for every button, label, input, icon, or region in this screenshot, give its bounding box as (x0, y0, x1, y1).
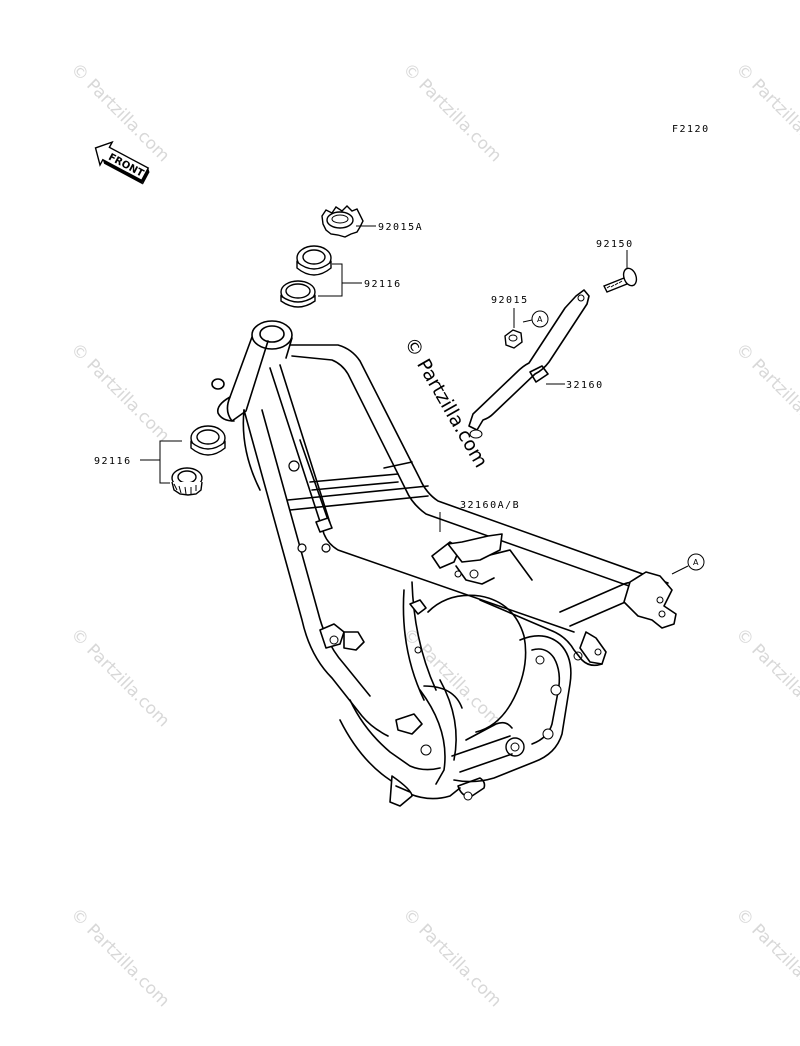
watermark: © Partzilla.com (398, 59, 505, 166)
watermark: © Partzilla.com (66, 904, 173, 1011)
nut-part (504, 329, 523, 349)
leader-line (318, 263, 343, 297)
stem-nut-part (321, 205, 364, 238)
upper-bearing-part (280, 245, 332, 308)
figure-code: F2120 (672, 124, 710, 135)
callout-circle (687, 553, 705, 571)
part-label-rear-bracket: 32160 (566, 380, 604, 391)
callout-letter: A (693, 558, 699, 567)
watermark: © Partzilla.com (731, 624, 800, 731)
watermark-group: © Partzilla.com © Partzilla.com © Partzi… (66, 59, 800, 1011)
center-watermark: © Partzilla.com (400, 334, 492, 472)
callout-letter: A (537, 315, 543, 324)
part-label-stem-nut: 92015A (378, 222, 423, 233)
lower-bearing-part (171, 425, 226, 496)
watermark: © Partzilla.com (731, 339, 800, 446)
watermark: © Partzilla.com (731, 59, 800, 166)
rear-bracket-part (468, 289, 590, 439)
callout-circle (531, 310, 549, 328)
watermark: © Partzilla.com (66, 339, 173, 446)
main-frame-part (211, 320, 677, 807)
watermark: © Partzilla.com (731, 904, 800, 1011)
watermark: © Partzilla.com (398, 904, 505, 1011)
watermark: © Partzilla.com (66, 59, 173, 166)
front-arrow-icon: FRONT (94, 140, 150, 185)
part-label-frame: 32160A/B (460, 500, 520, 511)
part-label-upper-bearings: 92116 (364, 279, 402, 290)
leader-line (522, 319, 533, 323)
watermark: © Partzilla.com (66, 624, 173, 731)
part-label-nut: 92015 (491, 295, 529, 306)
part-label-lower-bearings: 92116 (94, 456, 132, 467)
leader-line (159, 440, 182, 484)
part-label-bolt: 92150 (596, 239, 634, 250)
leader-line (671, 565, 689, 575)
bolt-part (603, 267, 638, 293)
